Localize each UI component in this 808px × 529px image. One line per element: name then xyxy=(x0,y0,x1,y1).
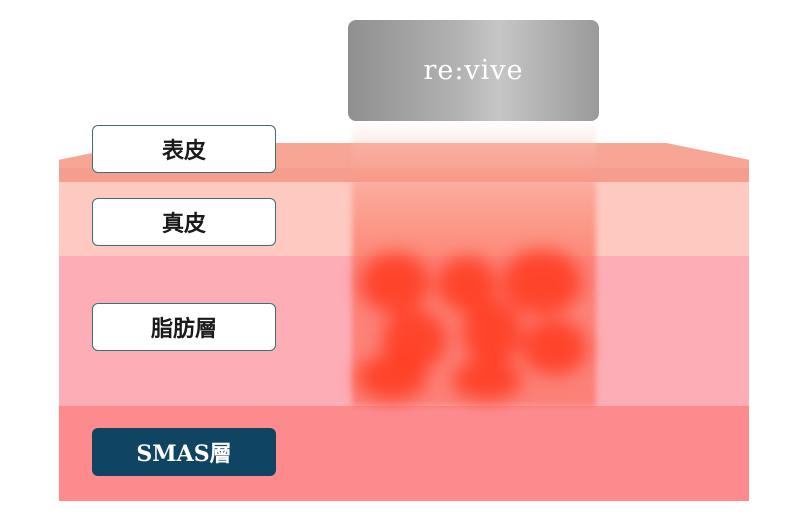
dermis-label: 真皮 xyxy=(92,198,276,246)
device-label: re:vive xyxy=(423,55,524,86)
heat-spot xyxy=(522,320,587,375)
fat-layer-label: 脂肪層 xyxy=(92,303,276,351)
epidermis-label: 表皮 xyxy=(92,125,276,173)
heat-spot xyxy=(502,250,582,315)
revive-device: re:vive xyxy=(348,20,599,121)
heat-spot xyxy=(462,300,522,365)
smas-layer-label: SMAS層 xyxy=(92,428,276,476)
heat-zone xyxy=(352,245,596,410)
heat-spot xyxy=(360,253,430,313)
heat-spot xyxy=(452,360,522,400)
heat-spot xyxy=(357,355,427,400)
